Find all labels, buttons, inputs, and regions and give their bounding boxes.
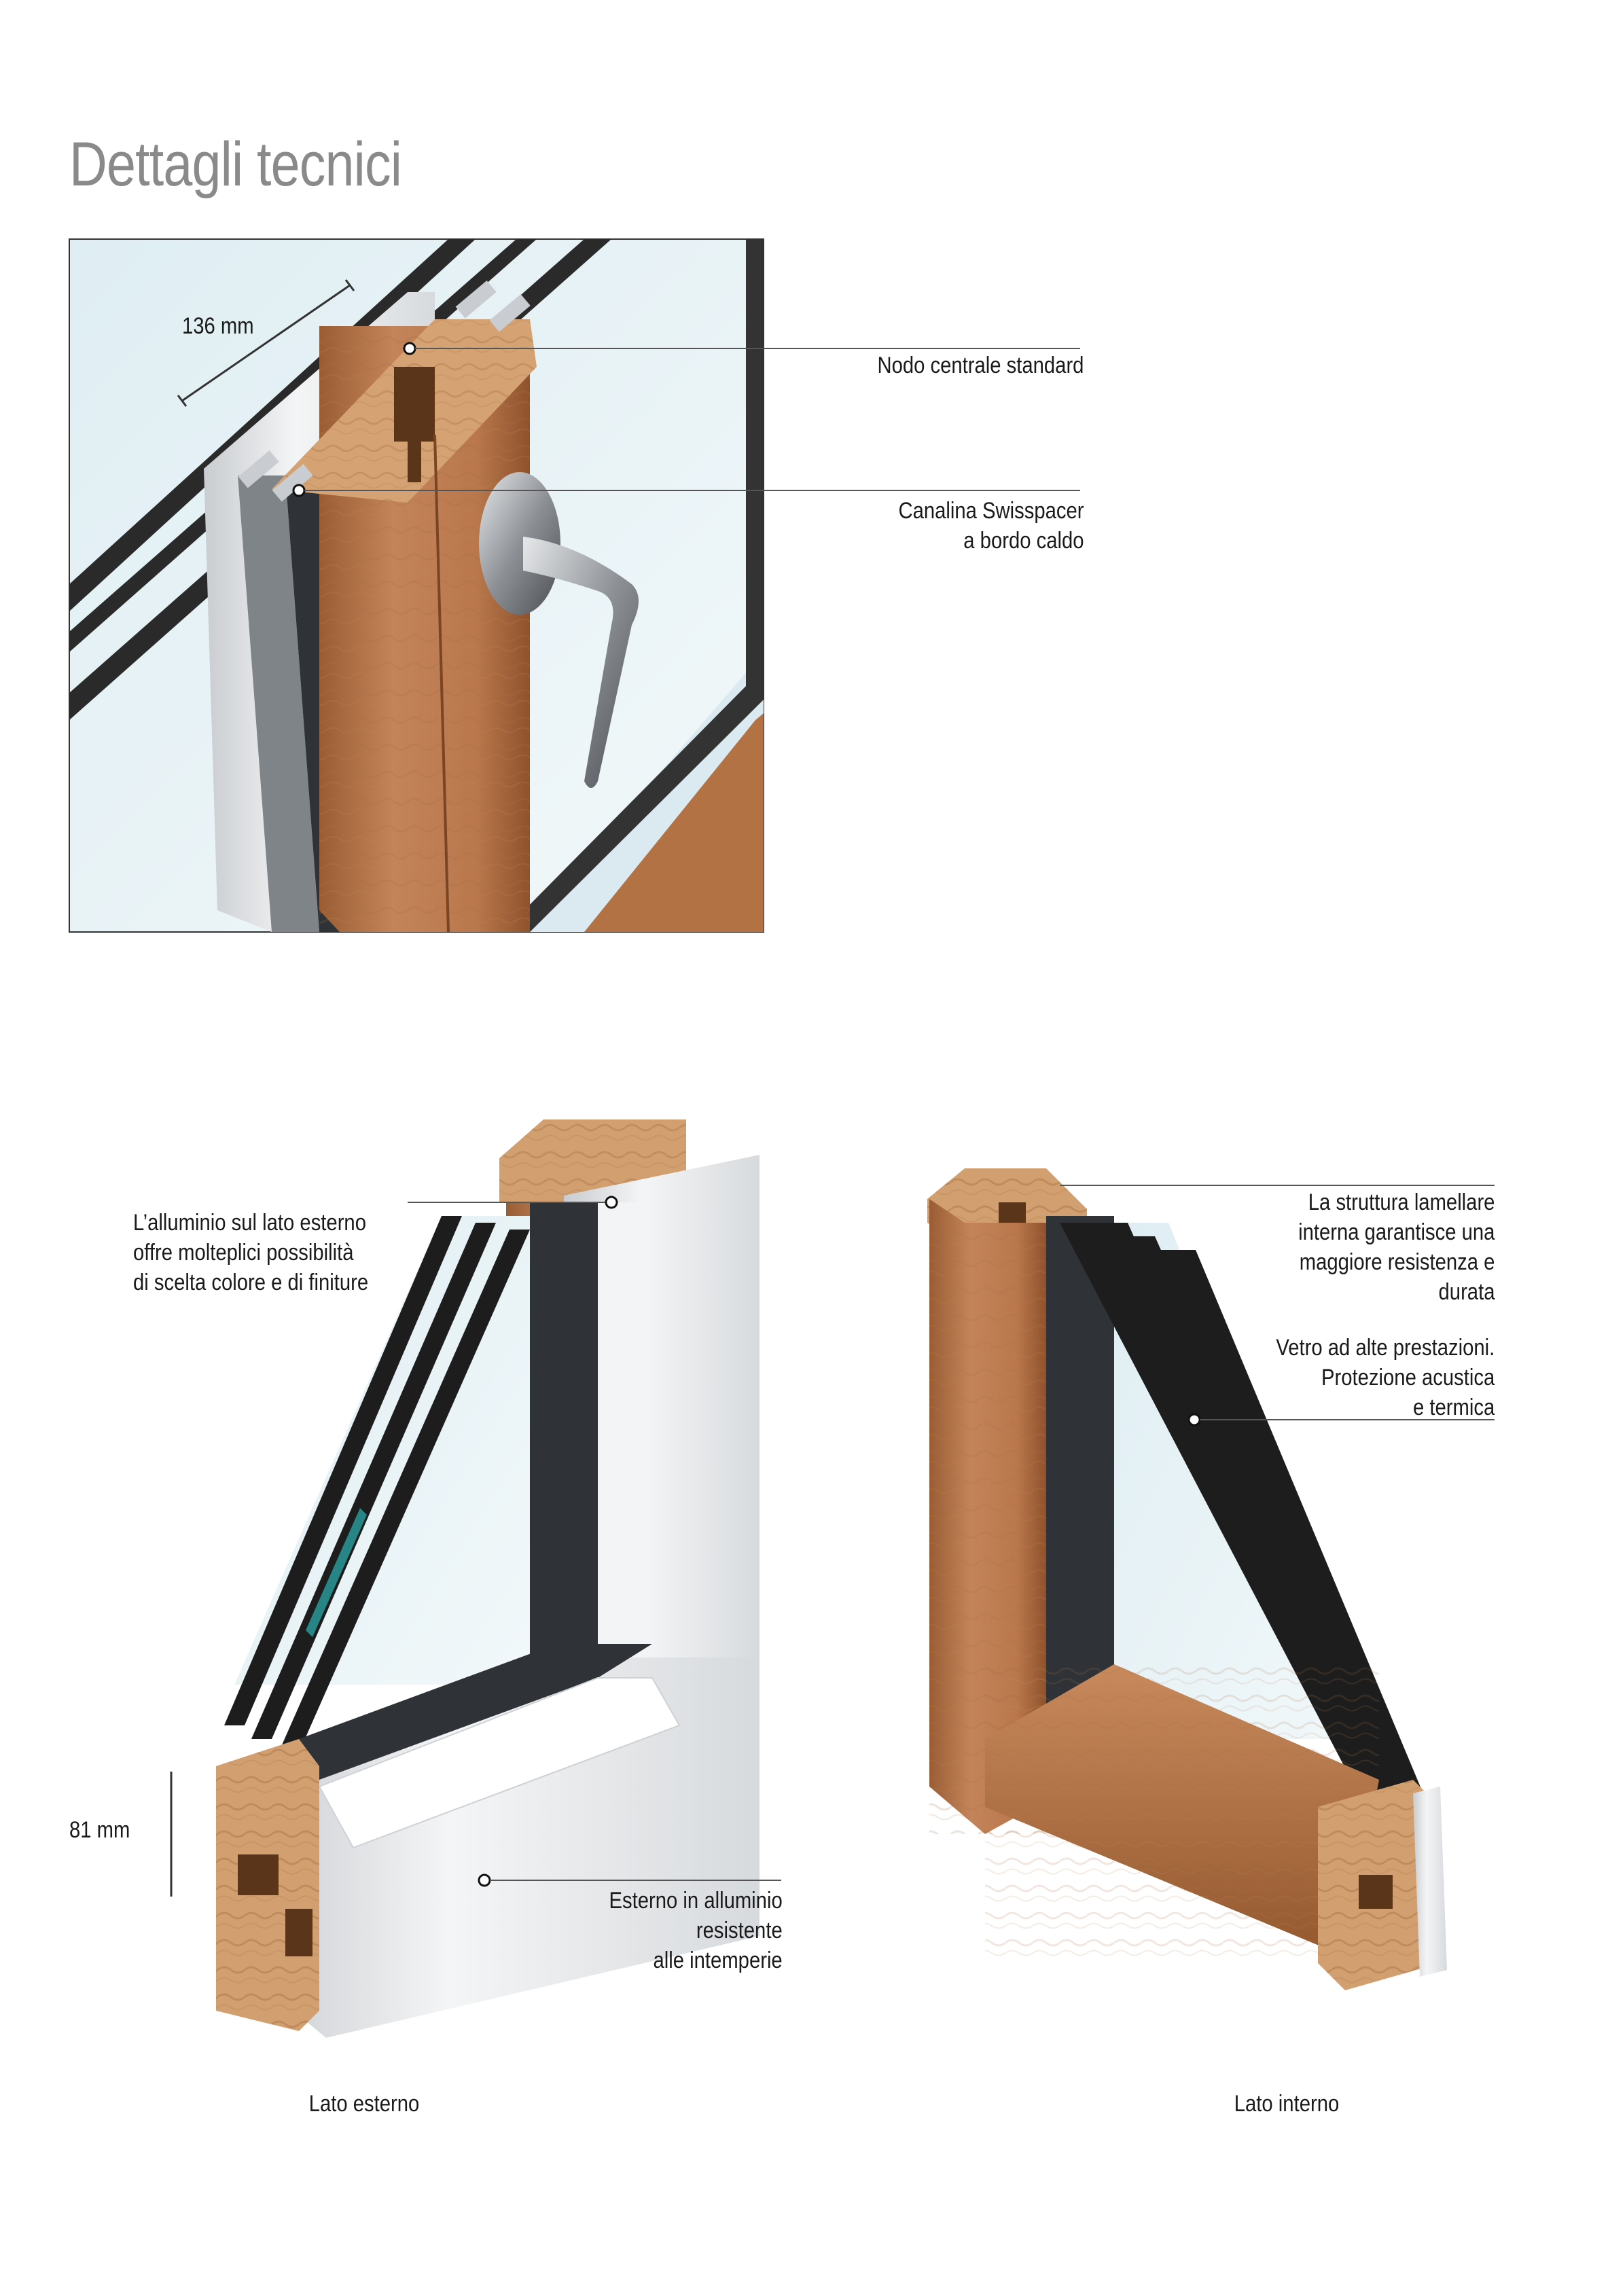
top-callout-leaders: [292, 342, 1080, 497]
right-figure: [927, 1168, 1447, 1990]
page-title: Dettagli tecnici: [69, 130, 402, 199]
callout-struttura-lamellare: La struttura lamellare interna garantisc…: [1298, 1187, 1495, 1307]
callout-line: La struttura lamellare: [1308, 1189, 1495, 1215]
top-dimension-label: 136 mm: [182, 313, 254, 339]
left-callout-leaders: [408, 1196, 781, 1887]
callout-line: a bordo caldo: [963, 528, 1084, 554]
callout-alluminio-esterno: L’alluminio sul lato esterno offre molte…: [133, 1208, 368, 1297]
caption-lato-interno: Lato interno: [1234, 2091, 1340, 2117]
callout-esterno-alluminio: Esterno in alluminio resistente alle int…: [609, 1886, 783, 1975]
callout-line: interna garantisce una: [1298, 1219, 1495, 1245]
callout-line: L’alluminio sul lato esterno: [133, 1210, 366, 1236]
left-dimension-label: 81 mm: [69, 1817, 130, 1843]
callout-line: alle intemperie: [653, 1948, 783, 1973]
callout-line: resistente: [696, 1918, 783, 1943]
callout-marker: [292, 484, 306, 497]
callout-line: offre molteplici possibilità: [133, 1240, 354, 1266]
top-figure: [69, 238, 764, 933]
left-figure: [170, 1119, 760, 2038]
callout-line: Nodo centrale standard: [877, 353, 1084, 378]
callout-canalina: Canalina Swisspacer a bordo caldo: [898, 496, 1084, 556]
callout-vetro-prestazioni: Vetro ad alte prestazioni. Protezione ac…: [1276, 1333, 1495, 1422]
callout-line: Esterno in alluminio: [609, 1888, 783, 1914]
top-dimension-line: [181, 284, 351, 402]
callout-line: e termica: [1412, 1395, 1495, 1420]
callout-line: Canalina Swisspacer: [897, 498, 1084, 524]
callout-line: maggiore resistenza e: [1299, 1249, 1495, 1275]
right-callout-leaders: [1060, 1185, 1495, 1427]
callout-nodo-centrale: Nodo centrale standard: [877, 351, 1084, 380]
callout-line: di scelta colore e di finiture: [133, 1270, 369, 1295]
callout-marker: [403, 342, 416, 355]
callout-line: durata: [1438, 1279, 1495, 1305]
caption-lato-esterno: Lato esterno: [308, 2091, 420, 2117]
callout-line: Vetro ad alte prestazioni.: [1276, 1335, 1495, 1361]
callout-line: Protezione acustica: [1321, 1365, 1495, 1391]
